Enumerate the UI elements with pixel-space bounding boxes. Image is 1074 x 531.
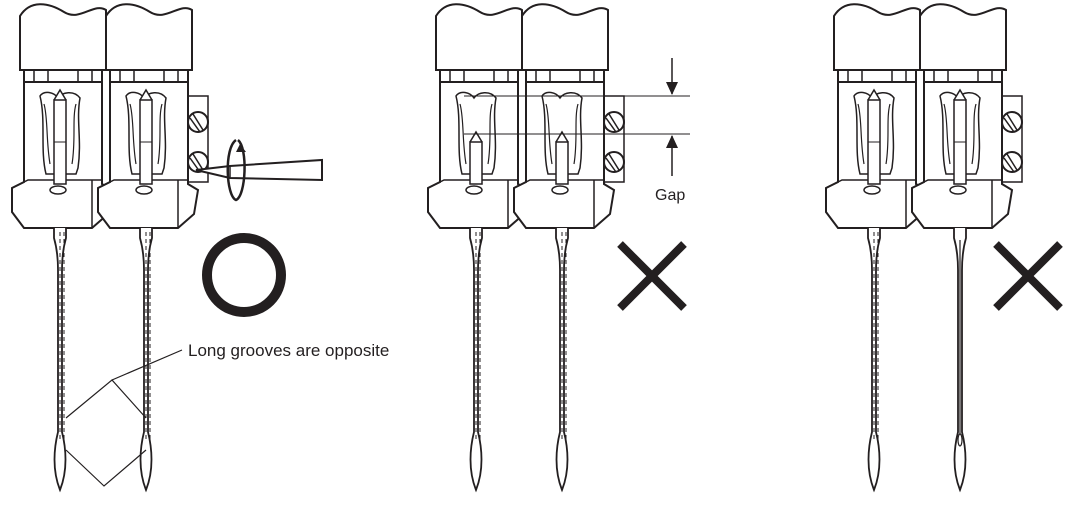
rotate-arrow-icon: [226, 138, 246, 202]
groove-callout-lines: [65, 349, 183, 487]
needle-bar-right: [911, 3, 1023, 491]
panel-gap: Gap: [427, 3, 690, 491]
incorrect-cross-icon: [993, 241, 1063, 311]
panel-correct: Long grooves are opposite: [11, 3, 389, 491]
correct-circle-icon: [202, 233, 286, 317]
needle-bar-right: [513, 3, 625, 491]
screwdriver: [195, 158, 323, 182]
panel-grooves-same-side: [825, 3, 1063, 491]
needle-bar-left: [825, 3, 927, 491]
incorrect-cross-icon: [617, 241, 687, 311]
gap-label: Gap: [655, 187, 685, 204]
needle-bar-right: [97, 3, 209, 491]
grooves-note-label: Long grooves are opposite: [188, 341, 389, 360]
needle-bar-left: [11, 3, 113, 491]
needle-bar-left: [427, 3, 529, 491]
gap-dimension-lines: [464, 58, 690, 176]
